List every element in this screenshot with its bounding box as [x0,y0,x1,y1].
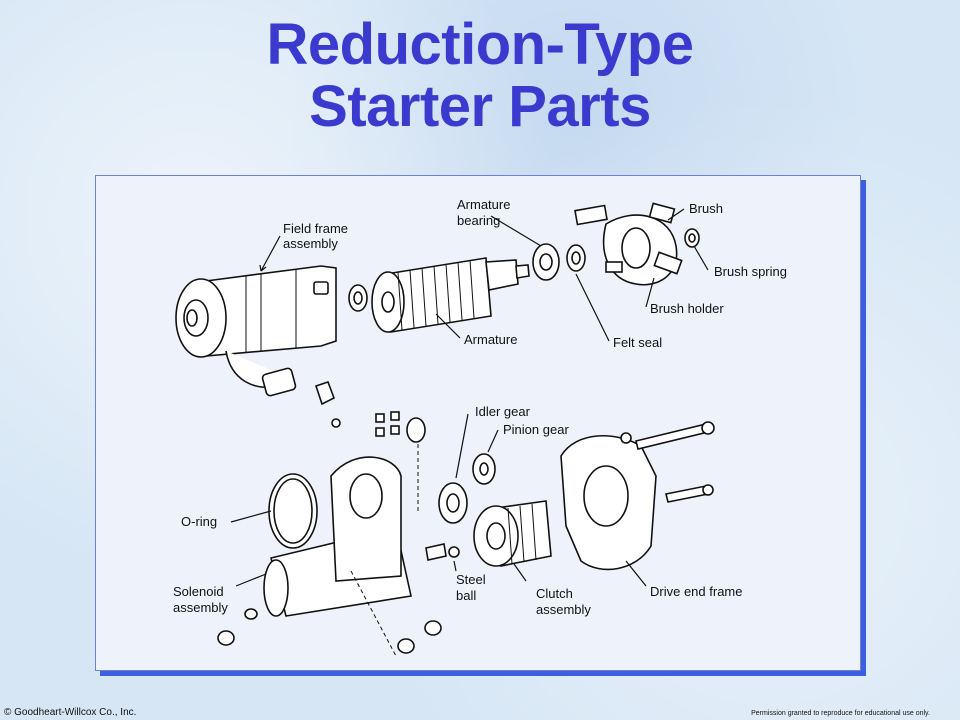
pinion-gear-drawing [472,453,496,485]
brush-holder-drawing [574,202,683,286]
label-armature: Armature [464,332,517,347]
label-field-frame-1: Field frame [283,221,348,236]
label-solenoid-2: assembly [173,600,228,615]
label-clutch-1: Clutch [536,586,573,601]
permission-text: Permission granted to reproduce for educ… [751,710,930,717]
label-steel-ball-2: ball [456,588,476,603]
idler-gear-drawing [438,482,468,524]
drive-end-frame-drawing [560,421,715,571]
label-solenoid-1: Solenoid [173,584,224,599]
armature-drawing [371,257,530,333]
label-o-ring: O-ring [181,514,217,529]
label-armature-bearing-2: bearing [457,213,500,228]
label-idler-gear: Idler gear [475,404,531,419]
exploded-starter-diagram: Field frame assembly Armature bearing Br… [173,197,787,657]
small-hardware-drawing [314,380,426,514]
solenoid-assembly-drawing [263,456,460,657]
copyright-text: © Goodheart-Willcox Co., Inc. [4,707,137,718]
label-brush-spring: Brush spring [714,264,787,279]
label-brush: Brush [689,201,723,216]
diagram-panel: Field frame assembly Armature bearing Br… [95,175,861,671]
title-line-1: Reduction-Type [266,12,694,77]
label-field-frame-2: assembly [283,236,338,251]
brush-spring-drawing [684,228,700,248]
label-armature-bearing-1: Armature [457,197,510,212]
clutch-assembly-drawing [473,500,552,567]
title-line-2: Starter Parts [309,74,651,139]
field-frame-assembly-drawing [175,265,337,397]
page-title: Reduction-Type Starter Parts [0,14,960,138]
label-drive-end-frame: Drive end frame [650,584,742,599]
nuts-drawing [217,608,442,654]
label-clutch-2: assembly [536,602,591,617]
label-pinion-gear: Pinion gear [503,422,569,437]
label-felt-seal: Felt seal [613,335,662,350]
label-brush-holder: Brush holder [650,301,724,316]
label-steel-ball-1: Steel [456,572,486,587]
